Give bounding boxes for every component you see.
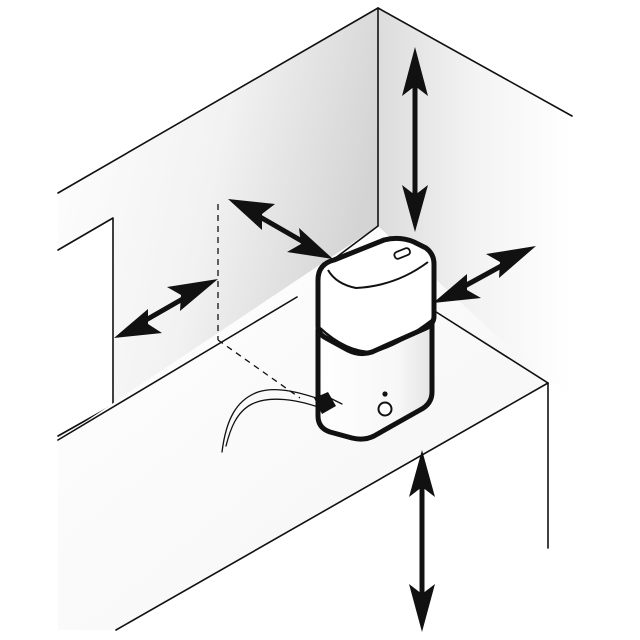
clearance-arrow-icon xyxy=(402,47,428,232)
right-wall xyxy=(377,7,573,395)
humidifier-icon xyxy=(315,235,437,442)
power-cord xyxy=(221,389,329,453)
clearance-guide-lines xyxy=(217,204,301,399)
clearance-arrow-icon xyxy=(228,199,333,259)
indicator-light xyxy=(382,391,388,397)
clearance-arrow-icon xyxy=(114,279,218,338)
power-knob xyxy=(377,401,393,417)
clearance-arrow-icon xyxy=(409,450,435,632)
clearance-arrows xyxy=(114,47,536,632)
wall-window xyxy=(57,217,114,437)
clearance-arrow-icon xyxy=(433,246,536,303)
tank-handle xyxy=(393,247,411,260)
power-plug-icon xyxy=(314,392,343,414)
